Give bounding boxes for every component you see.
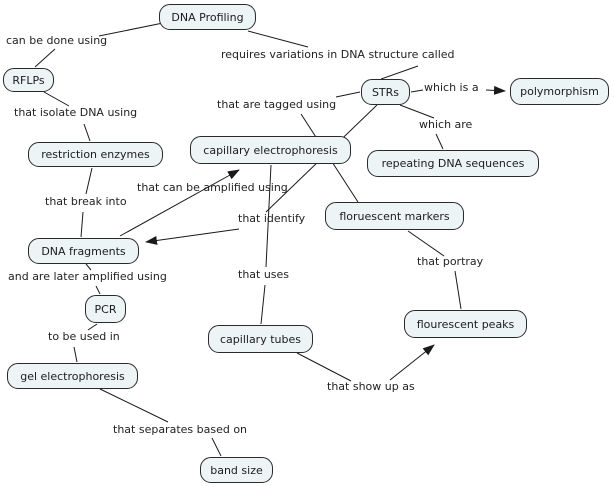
edge-label2-strs: [380, 65, 419, 80]
node-dna-profiling-label: DNA Profiling: [171, 10, 244, 24]
node-rflps-label: RFLPs: [12, 73, 45, 87]
node-band-size-label: band size: [210, 463, 263, 477]
edge-strs-label6: [410, 89, 424, 93]
edge-label13-gel: [73, 346, 78, 363]
node-gel-electrophoresis[interactable]: gel electrophoresis: [7, 363, 138, 389]
link-that-portray[interactable]: that portray: [417, 255, 484, 268]
node-floruescent-markers[interactable]: floruescent markers: [325, 202, 464, 230]
node-repeating-dna-sequences[interactable]: repeating DNA sequences: [367, 150, 539, 177]
edge-label9-dnafragments: [145, 228, 240, 245]
edge-strs-label8: [335, 91, 361, 98]
link-that-are-tagged-using[interactable]: that are tagged using: [217, 98, 337, 111]
edge-rflps-label3: [43, 91, 70, 107]
node-restriction-enzymes[interactable]: restriction enzymes: [28, 142, 163, 167]
edge-gel-label14: [99, 388, 169, 423]
edge-dnaprofiling-label1: [98, 22, 164, 37]
edge-tubes-label15: [296, 352, 352, 382]
node-gel-electrophoresis-label: gel electrophoresis: [20, 369, 125, 383]
edge-strs-label7: [399, 104, 435, 119]
node-rflps[interactable]: RFLPs: [3, 68, 54, 92]
edge-label6-polymorphism: [485, 85, 506, 95]
edge-capel-label10: [265, 164, 272, 268]
node-flourescent-peaks[interactable]: flourescent peaks: [404, 310, 527, 338]
node-pcr[interactable]: PCR: [85, 295, 126, 323]
node-restriction-enzymes-label: restriction enzymes: [41, 148, 150, 161]
edge-dnafragments-label12: [85, 263, 92, 271]
edge-label3-restrictionenzymes: [83, 123, 91, 142]
node-strs[interactable]: STRs: [361, 79, 410, 105]
node-capillary-electrophoresis[interactable]: capillary electrophoresis: [190, 136, 351, 164]
link-requires-variations[interactable]: requires variations in DNA structure cal…: [221, 48, 455, 61]
edge-dnaprofiling-label2: [247, 30, 309, 48]
link-to-be-used-in[interactable]: to be used in: [48, 330, 120, 343]
node-band-size[interactable]: band size: [200, 457, 273, 483]
node-polymorphism[interactable]: polymorphism: [510, 78, 609, 105]
node-flourescent-peaks-label: flourescent peaks: [416, 317, 515, 331]
link-that-isolate-dna-using[interactable]: that isolate DNA using: [14, 106, 138, 119]
node-capillary-electrophoresis-label: capillary electrophoresis: [203, 143, 338, 157]
link-that-show-up-as[interactable]: that show up as: [327, 380, 415, 393]
edge-label7-repeatingdna: [435, 133, 444, 150]
node-strs-label: STRs: [371, 85, 400, 99]
node-dna-fragments-label: DNA fragments: [41, 244, 126, 258]
link-that-separates-based-on[interactable]: that separates based on: [113, 423, 248, 436]
edge-label1-rflps: [34, 48, 56, 68]
link-which-are[interactable]: which are: [419, 118, 473, 131]
edge-dnafragments-capillaryelectrophoresis: [119, 169, 240, 237]
edge-label12-pcr: [95, 285, 101, 295]
edge-restrictionenzymes-label4: [85, 167, 93, 195]
edge-label10-capillarytubes: [260, 284, 266, 325]
link-that-break-into[interactable]: that break into: [45, 195, 127, 208]
node-floruescent-markers-label: floruescent markers: [339, 209, 450, 223]
node-capillary-tubes[interactable]: capillary tubes: [208, 325, 313, 353]
edge-pcr-label13: [87, 323, 98, 331]
edge-label15-peaks: [389, 344, 435, 381]
edge-markers-label11: [407, 230, 445, 257]
edge-label11-peaks: [454, 270, 462, 310]
node-capillary-tubes-label: capillary tubes: [220, 332, 301, 346]
link-can-be-done-using[interactable]: can be done using: [6, 34, 108, 47]
node-dna-fragments[interactable]: DNA fragments: [28, 238, 139, 264]
link-that-uses[interactable]: that uses: [238, 268, 290, 281]
edge-label14-bandsize: [211, 437, 222, 457]
link-that-can-be-amplified-using[interactable]: that can be amplified using: [137, 181, 288, 194]
node-dna-profiling[interactable]: DNA Profiling: [159, 4, 256, 30]
node-polymorphism-label: polymorphism: [520, 85, 599, 98]
node-repeating-dna-sequences-label: repeating DNA sequences: [381, 157, 525, 170]
link-and-are-later-amplified-using[interactable]: and are later amplified using: [8, 270, 167, 283]
edge-label4-dnafragments: [80, 211, 84, 238]
link-which-is-a[interactable]: which is a: [424, 81, 479, 94]
node-pcr-label: PCR: [94, 302, 117, 316]
link-that-identify[interactable]: that identify: [238, 212, 306, 225]
